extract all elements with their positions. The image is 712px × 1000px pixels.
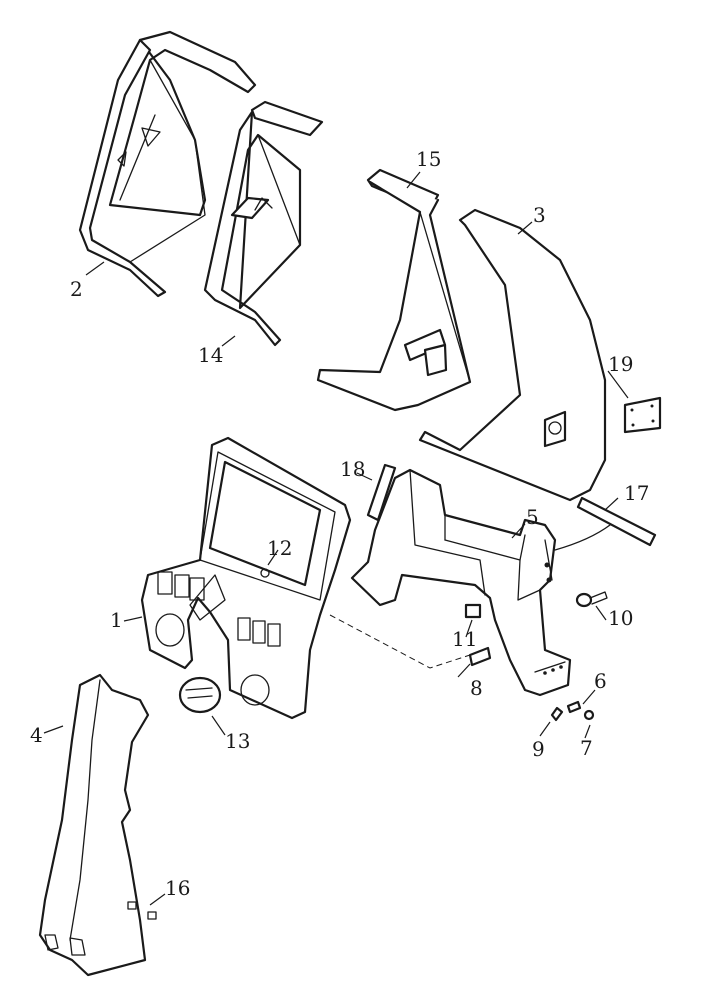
part-5-bracket-frame (350, 468, 572, 697)
part-13-knob (178, 676, 222, 714)
callout-11: 11 (452, 627, 477, 651)
relation-line-5-to-17 (554, 524, 611, 551)
callout-4: 4 (30, 723, 43, 747)
callout-10: 10 (608, 606, 633, 630)
part-8-plate (468, 646, 492, 667)
part-15-inner-shroud (316, 168, 472, 412)
part-3-outer-shroud (418, 208, 607, 502)
part-19-plate (623, 396, 662, 434)
part-18-strip (366, 463, 397, 522)
part-2-rear-shroud (78, 30, 257, 298)
callout-13: 13 (225, 729, 250, 753)
callout-7: 7 (580, 736, 593, 760)
callout-16: 16 (165, 876, 190, 900)
part-6-stud (566, 700, 582, 714)
part-1-dashboard (140, 436, 352, 720)
callout-14: 14 (198, 343, 223, 367)
callout-1: 1 (110, 608, 123, 632)
callout-19: 19 (608, 352, 633, 376)
part-17-bar (576, 496, 657, 547)
relation-line-1-to-5 (329, 614, 471, 669)
callout-5: 5 (526, 505, 539, 529)
part-14-middle-shroud (203, 100, 324, 347)
callout-9: 9 (532, 737, 545, 761)
part-11-clip (464, 603, 482, 619)
callout-15: 15 (416, 147, 441, 171)
callout-2: 2 (70, 277, 83, 301)
part-9-screw (550, 706, 564, 722)
leader-lines (43, 171, 629, 906)
callout-18: 18 (340, 457, 365, 481)
callout-17: 17 (624, 481, 649, 505)
part-10-bolt (575, 591, 608, 608)
callout-12: 12 (267, 536, 292, 560)
callout-8: 8 (470, 676, 483, 700)
part-4-column-cover (38, 673, 150, 977)
callout-3: 3 (533, 203, 546, 227)
part-7-nut (583, 709, 595, 721)
callout-6: 6 (594, 669, 607, 693)
part-16-clips (127, 901, 157, 920)
